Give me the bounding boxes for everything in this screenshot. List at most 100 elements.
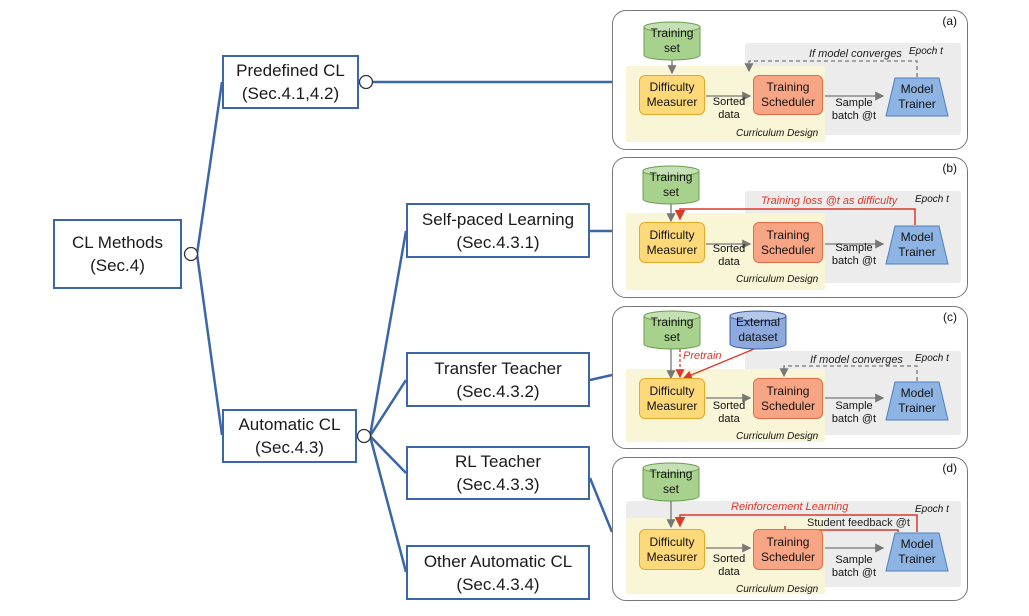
model-trainer-node: Model Trainer — [885, 532, 949, 572]
edge-root-automatic — [195, 253, 224, 436]
training-scheduler-line1: Training — [766, 80, 810, 94]
cl-methods-box: CL Methods (Sec.4) — [53, 219, 182, 289]
edge-transfer-panel-c — [589, 373, 613, 382]
sample-batch-line2: batch @t — [831, 413, 877, 425]
panel-b-tag: (b) — [942, 161, 957, 175]
transfer-teacher-title: Transfer Teacher — [434, 358, 562, 378]
sorted-data-line2: data — [718, 109, 740, 121]
difficulty-measurer-node: Difficulty Measurer — [639, 75, 705, 115]
training-scheduler-line1: Training — [766, 534, 810, 549]
sample-batch-line2: batch @t — [831, 110, 877, 122]
sorted-data-label: Sorted data — [707, 243, 751, 269]
edge-rl-panel-d — [588, 477, 614, 533]
sorted-data-line2: data — [718, 566, 740, 578]
model-trainer-line1: Model — [900, 230, 934, 244]
sample-batch-line1: Sample — [835, 97, 873, 109]
training-scheduler-line2: Scheduler — [760, 242, 816, 257]
sample-batch-line2: batch @t — [831, 567, 877, 579]
feedback-label: Reinforcement Learning — [731, 501, 849, 513]
root-connector-circle — [183, 246, 199, 262]
difficulty-measurer-node: Difficulty Measurer — [639, 378, 705, 419]
feedback-label: If model converges — [809, 48, 902, 60]
feedback-label: If model converges — [810, 354, 903, 366]
difficulty-measurer-line1: Difficulty — [649, 534, 695, 549]
sample-batch-label: Sample batch @t — [827, 242, 881, 268]
difficulty-measurer-node: Difficulty Measurer — [639, 222, 705, 263]
sorted-data-line1: Sorted — [712, 553, 746, 565]
rl-teacher-title: RL Teacher — [455, 452, 541, 471]
training-set-line2: set — [663, 330, 680, 344]
difficulty-measurer-line2: Measurer — [646, 242, 698, 257]
panel-b-arrows — [666, 203, 916, 249]
external-dataset-line1: External — [735, 315, 781, 329]
sorted-data-label: Sorted data — [707, 553, 751, 579]
model-trainer-line1: Model — [900, 82, 934, 96]
training-set-line1: Training — [649, 467, 693, 481]
rl-teacher-sec: (Sec.4.3.3) — [456, 475, 540, 494]
training-scheduler-node: Training Scheduler — [753, 378, 823, 419]
training-set-line2: set — [662, 185, 679, 199]
training-set-cylinder: Training set — [643, 310, 701, 350]
training-scheduler-node: Training Scheduler — [753, 529, 823, 570]
edge-auto-spl — [368, 230, 408, 437]
model-trainer-line2: Trainer — [898, 245, 936, 259]
training-set-line2: set — [662, 482, 679, 496]
transfer-teacher-box: Transfer Teacher (Sec.4.3.2) — [406, 352, 590, 407]
training-scheduler-node: Training Scheduler — [753, 75, 823, 115]
curriculum-design-label: Curriculum Design — [736, 584, 819, 595]
predefined-cl-box: Predefined CL (Sec.4.1,4.2) — [222, 55, 359, 109]
student-feedback-label: Student feedback @t — [807, 517, 910, 529]
panel-a: (a) Epoch t If model converges Training … — [612, 10, 968, 150]
automatic-connector-circle — [356, 428, 372, 444]
cl-methods-sec: (Sec.4) — [90, 256, 145, 275]
curriculum-design-label: Curriculum Design — [736, 431, 819, 442]
panel-d: (d) Epoch t Reinforcement Learning Stude… — [612, 457, 968, 601]
training-set-line2: set — [663, 41, 680, 55]
sample-batch-line1: Sample — [835, 554, 873, 566]
sorted-data-line2: data — [718, 256, 740, 268]
sample-batch-label: Sample batch @t — [827, 97, 881, 123]
epoch-label: Epoch t — [909, 46, 943, 57]
training-set-line1: Training — [649, 170, 693, 184]
panel-a-tag: (a) — [942, 14, 957, 28]
feedback-label: Training loss @t as difficulty — [761, 195, 898, 207]
model-trainer-line2: Trainer — [898, 552, 936, 566]
model-trainer-line2: Trainer — [898, 401, 936, 415]
training-set-line1: Training — [650, 26, 694, 40]
sample-batch-line2: batch @t — [831, 255, 877, 267]
difficulty-measurer-node: Difficulty Measurer — [639, 529, 705, 570]
training-set-line1: Training — [650, 315, 694, 329]
edge-root-predefined — [195, 81, 224, 255]
other-automatic-cl-sec: (Sec.4.3.4) — [456, 574, 540, 594]
training-scheduler-line1: Training — [766, 383, 810, 398]
edge-auto-transfer — [368, 379, 408, 437]
training-set-cylinder: Training set — [642, 462, 700, 502]
pretrain-label: Pretrain — [683, 350, 722, 362]
training-scheduler-line2: Scheduler — [760, 398, 816, 413]
other-automatic-cl-box: Other Automatic CL (Sec.4.3.4) — [406, 545, 590, 600]
model-trainer-node: Model Trainer — [885, 381, 949, 421]
sorted-data-line2: data — [718, 413, 740, 425]
difficulty-measurer-line2: Measurer — [646, 549, 698, 564]
edge-auto-rl — [369, 435, 407, 474]
training-set-cylinder: Training set — [643, 21, 701, 61]
curriculum-design-label: Curriculum Design — [736, 128, 819, 139]
sample-batch-line1: Sample — [835, 242, 873, 254]
other-automatic-cl-title: Other Automatic CL — [423, 551, 573, 571]
sorted-data-label: Sorted data — [707, 96, 751, 122]
model-trainer-line2: Trainer — [898, 97, 936, 111]
sample-batch-label: Sample batch @t — [827, 400, 881, 426]
transfer-teacher-sec: (Sec.4.3.2) — [456, 381, 540, 401]
training-scheduler-line2: Scheduler — [760, 549, 816, 564]
training-scheduler-line1: Training — [766, 227, 810, 242]
edge-auto-other — [368, 435, 408, 573]
model-trainer-node: Model Trainer — [885, 77, 949, 117]
panel-d-tag: (d) — [942, 461, 957, 475]
difficulty-measurer-line2: Measurer — [646, 398, 698, 413]
self-paced-learning-sec: (Sec.4.3.1) — [456, 232, 540, 252]
predefined-cl-sec: (Sec.4.1,4.2) — [241, 84, 340, 103]
self-paced-learning-box: Self-paced Learning (Sec.4.3.1) — [406, 203, 590, 258]
sorted-data-line1: Sorted — [712, 96, 746, 108]
